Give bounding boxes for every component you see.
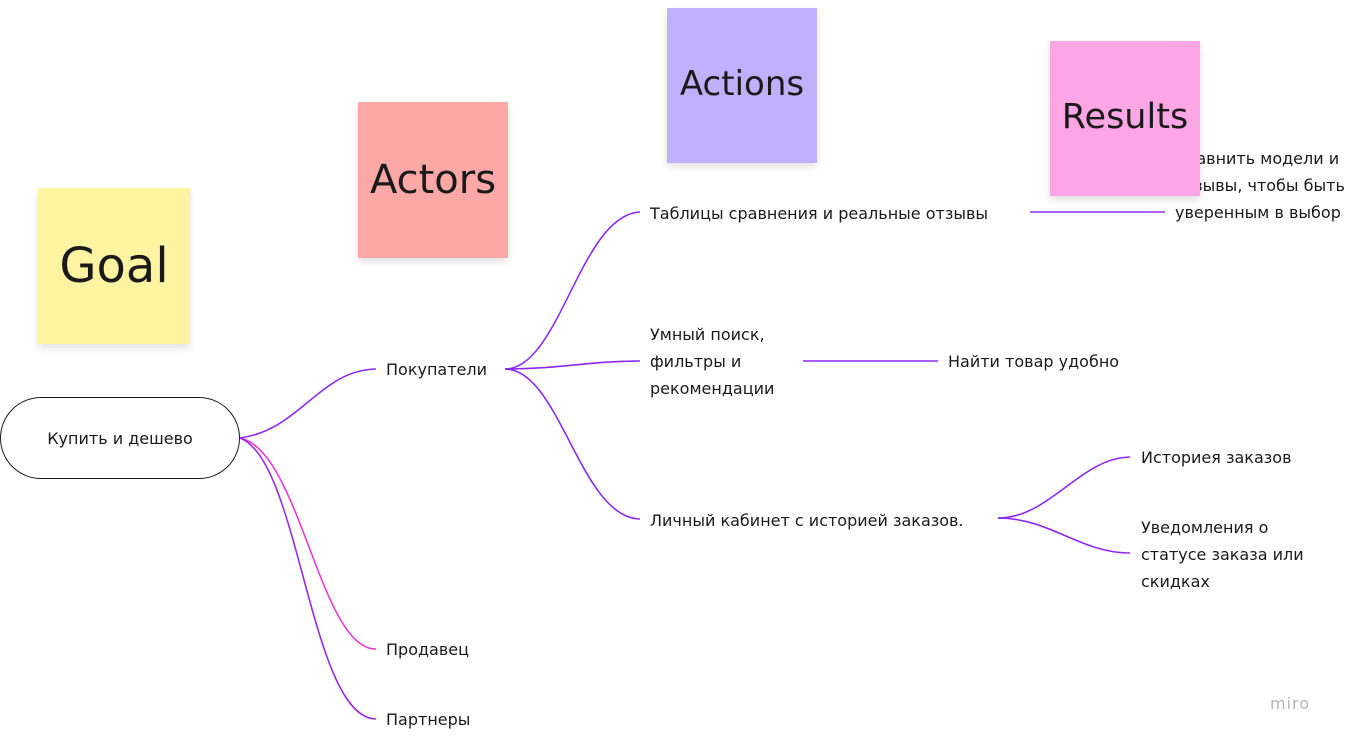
node-result-find[interactable]: Найти товар удобно xyxy=(948,352,1120,371)
node-action-cabinet[interactable]: Личный кабинет с историей заказов. xyxy=(650,511,964,530)
miro-watermark: miro xyxy=(1270,694,1311,713)
sticky-results[interactable]: Results xyxy=(1050,41,1200,196)
node-action-search[interactable]: Умный поиск, фильтры и рекомендации xyxy=(650,325,775,398)
sticky-actors-label: Actors xyxy=(369,157,497,203)
node-action-compare[interactable]: Таблицы сравнения и реальные отзывы xyxy=(650,204,989,223)
sticky-actions-label: Actions xyxy=(679,64,805,104)
connector-cabinet-notify xyxy=(997,517,1131,554)
sticky-goal-label: Goal xyxy=(59,238,169,294)
connector-buyers-compare xyxy=(504,211,641,370)
connector-root-seller xyxy=(239,437,377,650)
node-result-notify[interactable]: Уведомления о статусе заказа или скидках xyxy=(1141,518,1304,591)
sticky-actions[interactable]: Actions xyxy=(667,8,817,163)
connector-buyers-search xyxy=(504,360,641,370)
connector-cabinet-history xyxy=(997,456,1131,519)
connector-buyers-cabinet xyxy=(504,368,641,520)
mindmap-root-node[interactable]: Купить и дешево xyxy=(0,397,240,479)
node-partners[interactable]: Партнеры xyxy=(386,710,471,729)
connector-root-partners xyxy=(239,437,377,720)
node-seller[interactable]: Продавец xyxy=(386,640,470,659)
sticky-goal[interactable]: Goal xyxy=(38,188,190,344)
node-result-compare[interactable]: Сравнить модели и отзывы, чтобы быть уве… xyxy=(1175,149,1345,222)
sticky-results-label: Results xyxy=(1061,97,1189,137)
root-node-label: Купить и дешево xyxy=(47,428,193,448)
node-result-history[interactable]: Историея заказов xyxy=(1141,448,1292,467)
connector-root-buyers xyxy=(239,368,377,439)
node-buyers[interactable]: Покупатели xyxy=(386,360,488,379)
sticky-actors[interactable]: Actors xyxy=(358,102,508,258)
